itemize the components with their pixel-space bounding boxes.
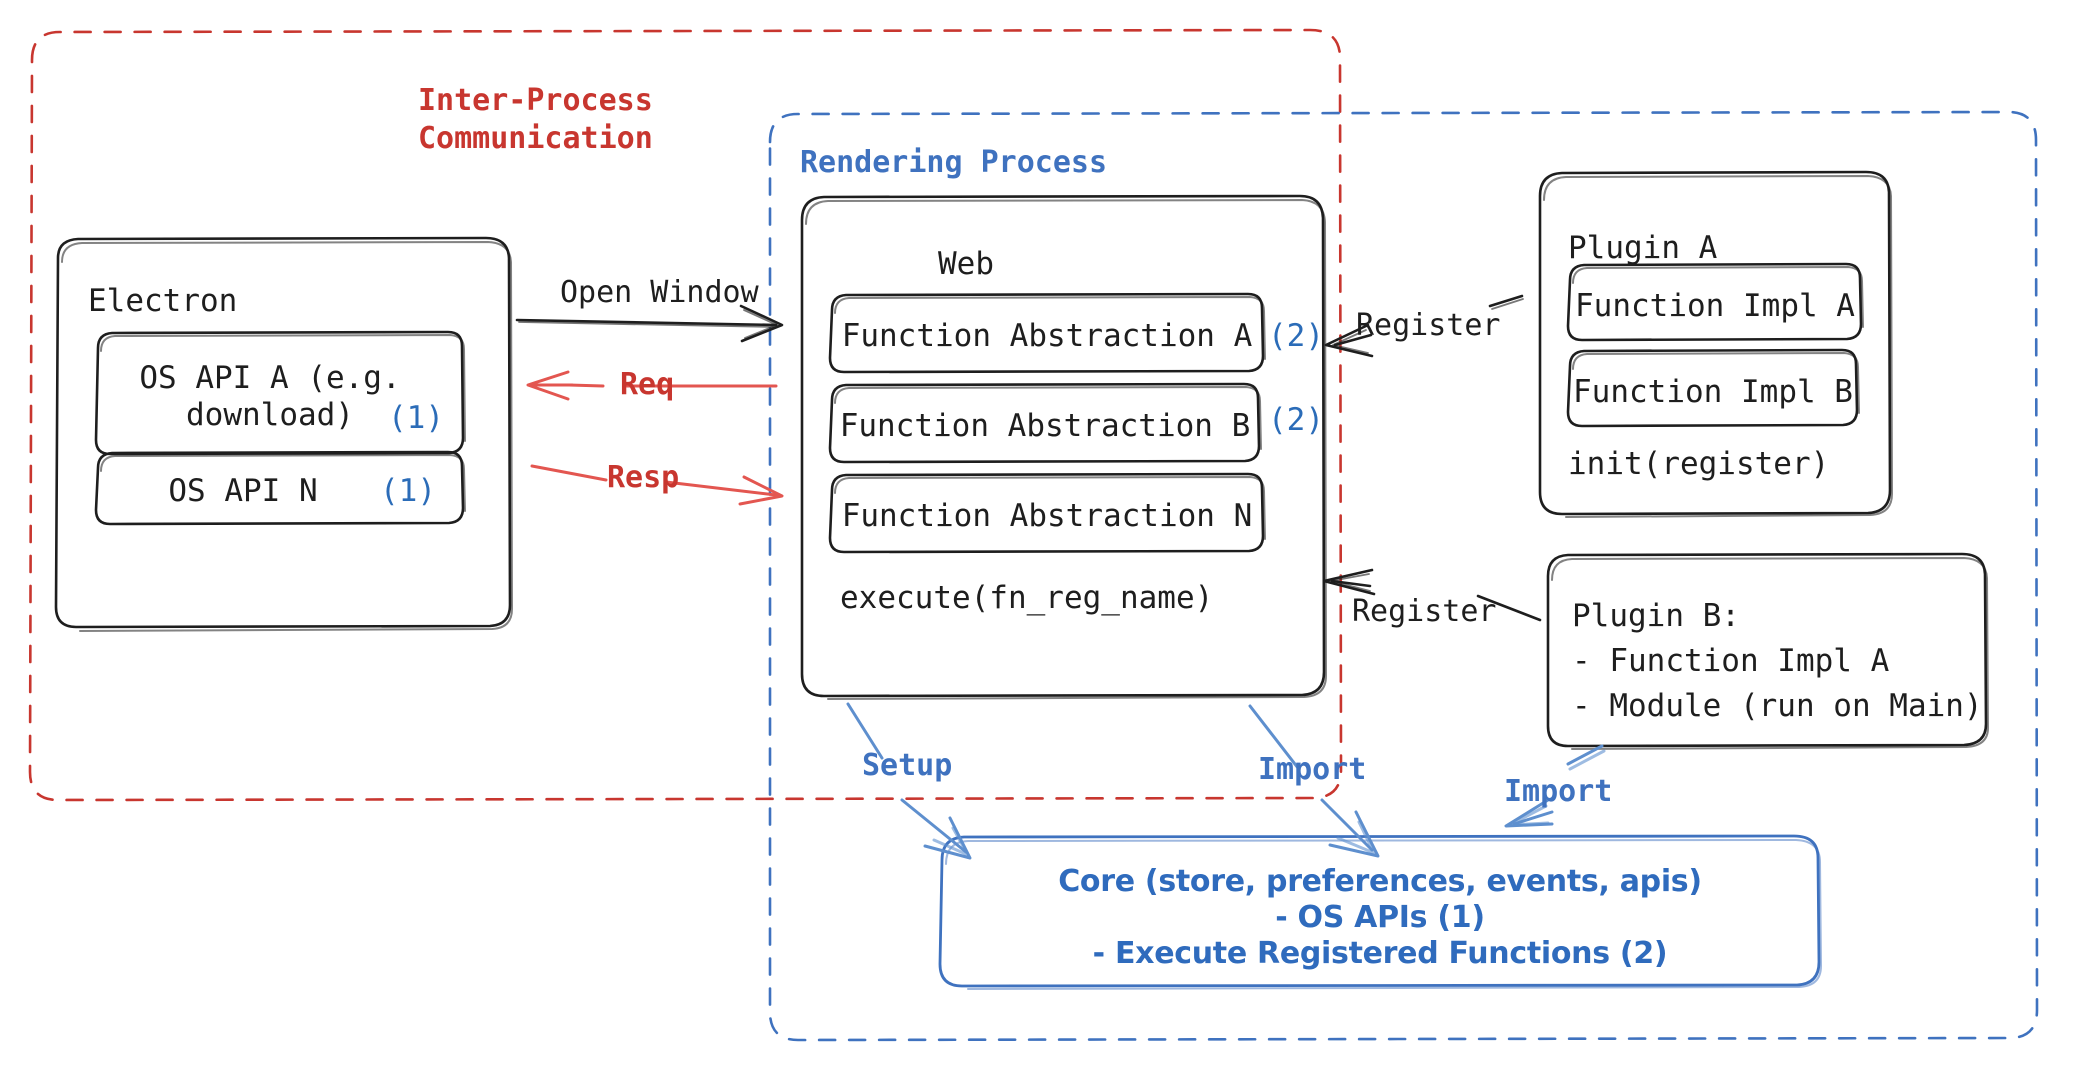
web-title: Web xyxy=(938,246,994,282)
fn-abstraction-b-marker: (2) xyxy=(1268,402,1324,438)
core-line-2: - OS APIs (1) xyxy=(1275,900,1485,935)
plugin-a-footer-init: init(register) xyxy=(1568,446,1830,482)
fn-abstraction-a-marker: (2) xyxy=(1268,318,1324,354)
edge-label-req: Req xyxy=(620,367,675,402)
function-impl-a-label: Function Impl A xyxy=(1575,288,1855,324)
edge-label-register-a: Register xyxy=(1356,308,1501,343)
plugin-b-line-1: Plugin B: xyxy=(1572,598,1740,634)
edge-label-setup: Setup xyxy=(862,748,953,783)
os-api-n-label: OS API N xyxy=(168,473,318,509)
plugin-b-line-3: - Module (run on Main) xyxy=(1572,688,1983,724)
web-footer-execute: execute(fn_reg_name) xyxy=(840,580,1214,616)
os-api-a-marker: (1) xyxy=(388,400,444,436)
plugin-a-title: Plugin A xyxy=(1568,230,1718,266)
fn-abstraction-a-label: Function Abstraction A xyxy=(841,318,1253,354)
os-api-a-label: OS API A (e.g. download) xyxy=(139,360,401,433)
core-line-1: Core (store, preferences, events, apis) xyxy=(1058,864,1702,899)
edge-label-resp: Resp xyxy=(607,460,680,495)
edge-label-import-web: Import xyxy=(1258,752,1367,787)
function-impl-b-label: Function Impl B xyxy=(1573,374,1853,410)
fn-abstraction-n-label: Function Abstraction N xyxy=(841,498,1253,534)
plugin-b-line-2: - Function Impl A xyxy=(1572,643,1890,679)
node-web-box xyxy=(800,194,1327,700)
edge-label-register-b: Register xyxy=(1352,594,1497,629)
electron-title: Electron xyxy=(88,283,238,319)
fn-abstraction-b-label: Function Abstraction B xyxy=(839,408,1251,444)
arrow-open-window xyxy=(515,304,784,343)
edge-label-import-plugin-b: Import xyxy=(1504,774,1613,809)
edge-label-open-window: Open Window xyxy=(560,275,759,310)
group-label-rendering-process: Rendering Process xyxy=(800,145,1108,180)
core-line-3: - Execute Registered Functions (2) xyxy=(1092,936,1668,971)
group-label-ipc: Inter-Process Communication xyxy=(418,83,653,157)
os-api-n-marker: (1) xyxy=(380,473,436,509)
